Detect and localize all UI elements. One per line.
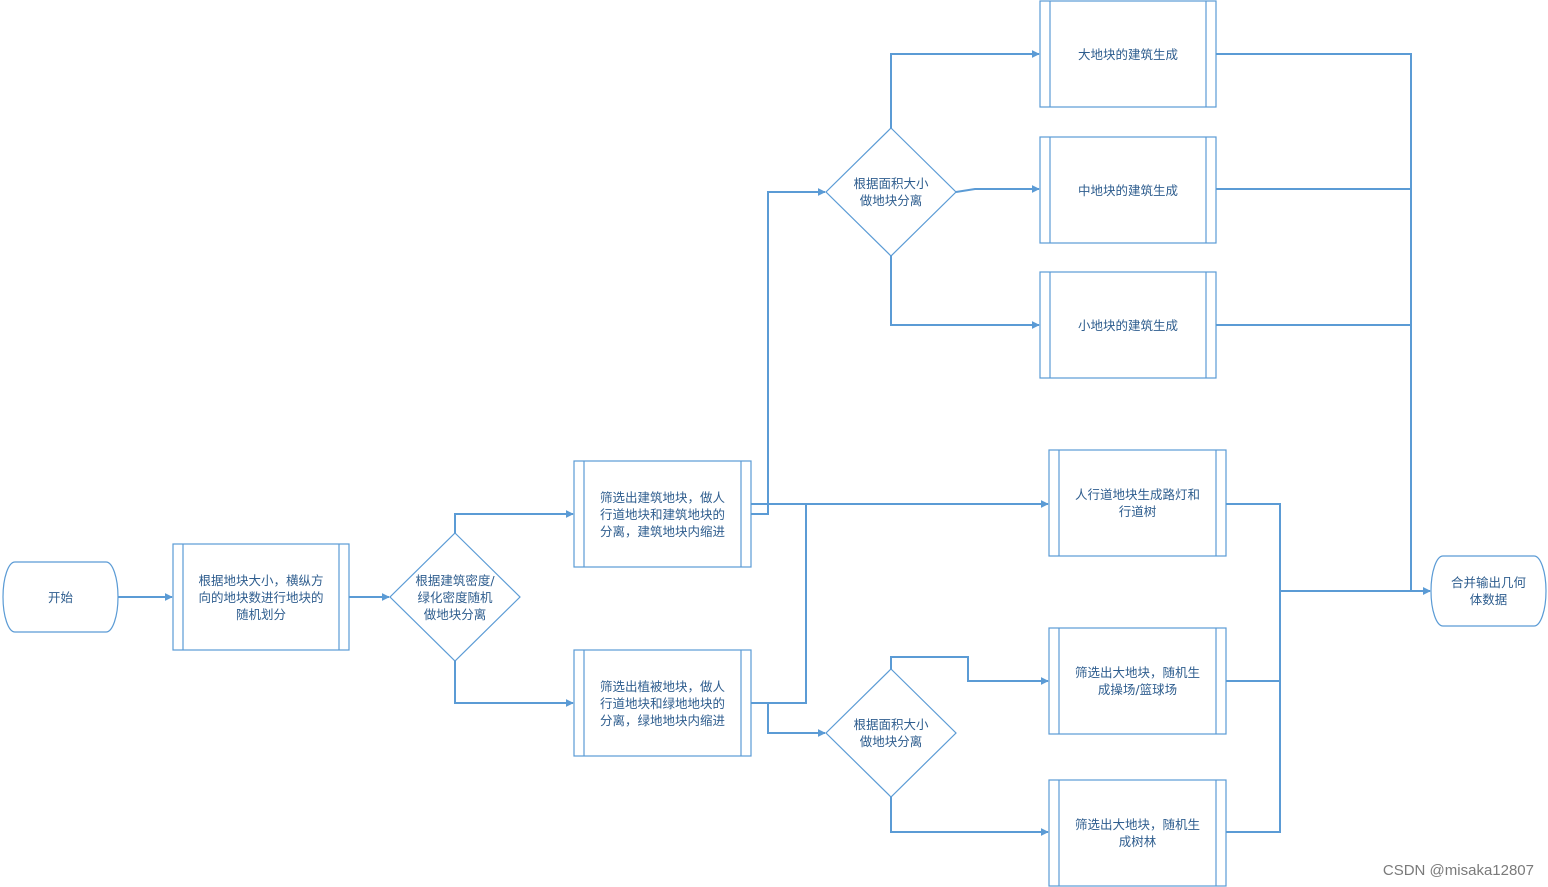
node-filter-building	[573, 460, 752, 568]
node-playground	[1048, 627, 1227, 735]
node-decision-density	[389, 532, 521, 662]
connector-building-to-area-top	[751, 188, 826, 515]
connector-area-top-to-small	[890, 256, 1040, 329]
watermark: CSDN @misaka12807	[1382, 862, 1534, 879]
node-split-random	[172, 543, 350, 651]
node-large-building	[1039, 0, 1217, 108]
node-medium-building	[1039, 136, 1217, 244]
node-decision-area-bottom	[825, 668, 957, 798]
connector-density-to-building	[454, 510, 574, 533]
node-filter-green	[573, 649, 752, 757]
connector-large-to-bus	[1216, 53, 1412, 591]
node-output	[1430, 555, 1547, 627]
connector-green-to-sidewalk-join	[751, 504, 807, 704]
node-small-building	[1039, 271, 1217, 379]
connector-area-bottom-to-forest	[890, 797, 1049, 836]
connector-area-top-to-large	[890, 50, 1040, 128]
node-start	[2, 561, 119, 633]
connector-area-top-to-medium	[955, 185, 1040, 193]
connector-green-to-area-bottom	[767, 703, 826, 737]
connector-forest-to-bus	[1226, 591, 1281, 833]
node-forest	[1048, 779, 1227, 887]
connector-area-bottom-to-playground	[890, 656, 1049, 685]
connector-density-to-green	[454, 661, 574, 707]
node-sidewalk	[1048, 449, 1227, 557]
node-decision-area-top	[825, 127, 957, 257]
connector-sidewalk-to-bus	[1226, 503, 1431, 595]
